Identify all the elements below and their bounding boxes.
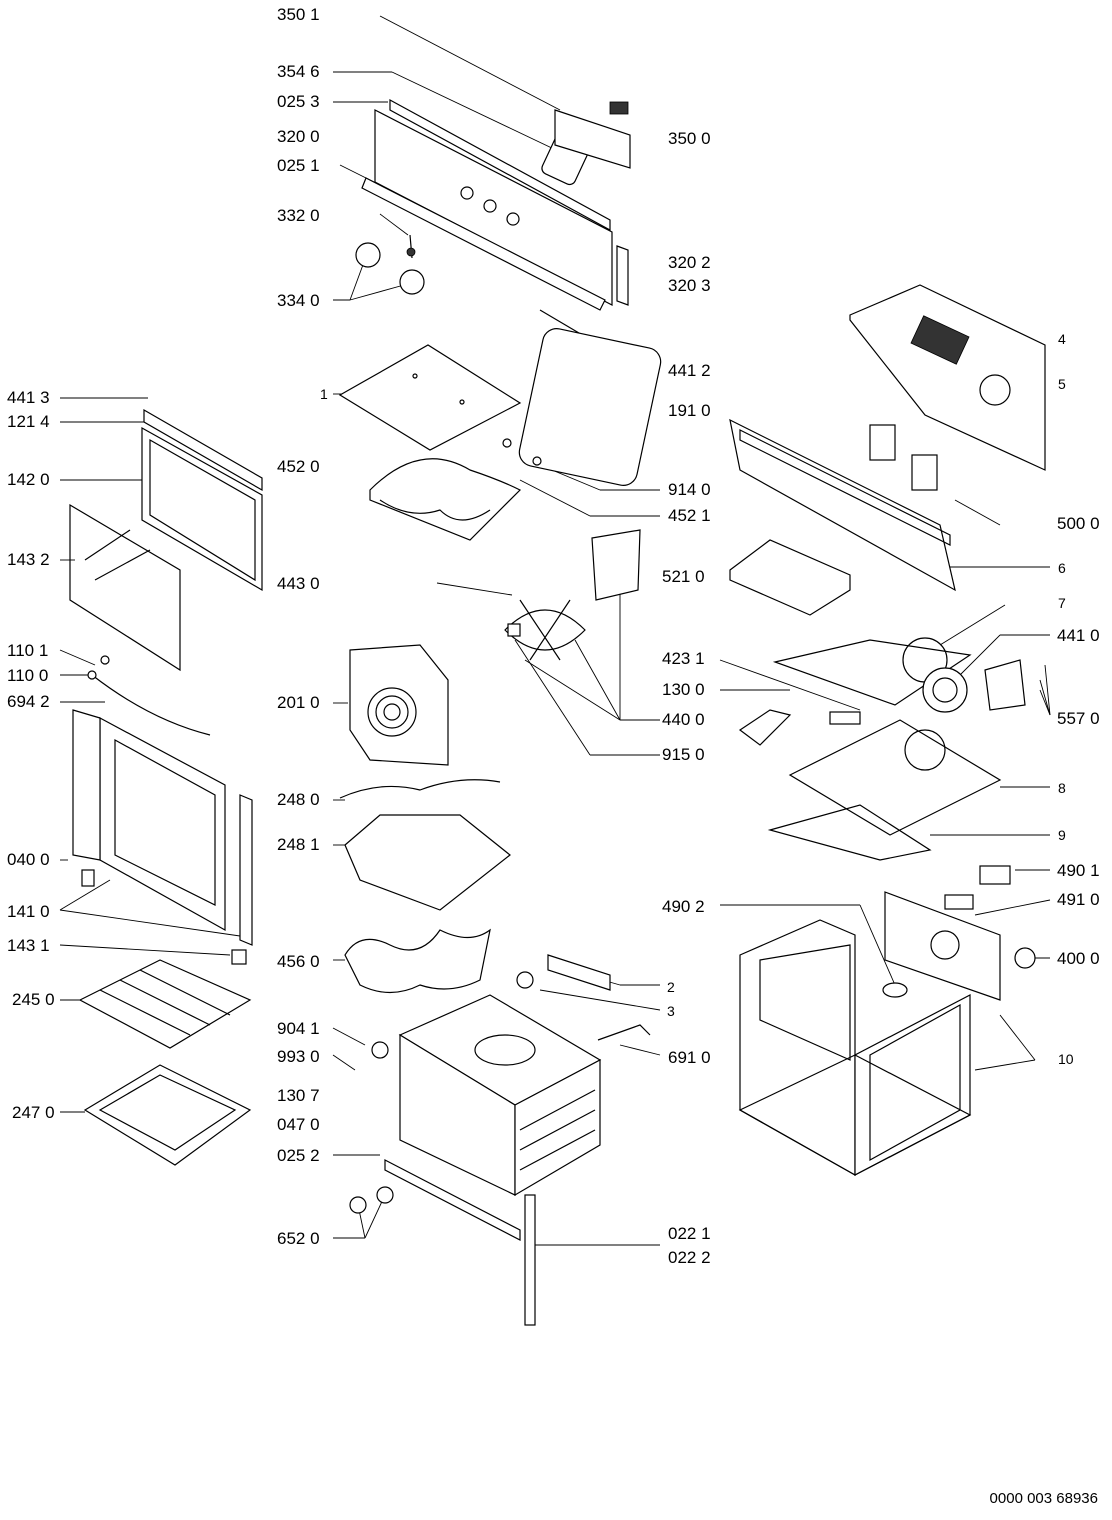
part-label-652-0: 652 0 [277,1229,320,1248]
oven-door-assembly [69,408,263,965]
part-label-443-0: 443 0 [277,574,320,593]
part-label-7: 7 [1058,595,1066,611]
part-label-6: 6 [1058,560,1066,576]
part-label-334-0: 334 0 [277,291,320,310]
part-label-9: 9 [1058,827,1066,843]
part-label-1: 1 [320,386,328,402]
part-label-10: 10 [1058,1051,1074,1067]
part-label-025-2: 025 2 [277,1146,320,1165]
part-label-320-2: 320 2 [668,253,711,272]
part-label-040-0: 040 0 [7,850,50,869]
part-label-248-0: 248 0 [277,790,320,809]
part-label-350-1: 350 1 [277,5,320,24]
part-label-452-0: 452 0 [277,457,320,476]
part-label-441-2: 441 2 [668,361,711,380]
oven-cavity [349,954,651,1326]
part-label-141-0: 141 0 [7,902,50,921]
part-label-423-1: 423 1 [662,649,705,668]
part-label-130-0: 130 0 [662,680,705,699]
outer-casing [738,865,1036,1177]
part-label-441-3: 441 3 [7,388,50,407]
part-label-400-0: 400 0 [1057,949,1100,968]
part-label-440-0: 440 0 [662,710,705,729]
leader-lines [59,15,1051,1246]
part-label-143-2: 143 2 [7,550,50,569]
document-reference-number: 0000 003 68936 [989,1490,1098,1507]
part-label-354-6: 354 6 [277,62,320,81]
part-label-025-1: 025 1 [277,156,320,175]
part-label-191-0: 191 0 [668,401,711,420]
part-label-441-0: 441 0 [1057,626,1100,645]
part-label-142-0: 142 0 [7,470,50,489]
right-side-assemblies [729,284,1046,861]
control-panel-assembly [355,98,651,376]
part-label-130-7: 130 7 [277,1086,320,1105]
part-label-022-2: 022 2 [668,1248,711,1267]
part-label-500-0: 500 0 [1057,514,1100,533]
part-label-4: 4 [1058,331,1066,347]
part-label-248-1: 248 1 [277,835,320,854]
part-label-5: 5 [1058,376,1066,392]
heating-elements [339,779,511,994]
part-label-691-0: 691 0 [668,1048,711,1067]
part-label-022-1: 022 1 [668,1224,711,1243]
part-label-201-0: 201 0 [277,693,320,712]
part-label-247-0: 247 0 [12,1103,55,1122]
part-label-3: 3 [667,1003,675,1019]
part-label-350-0: 350 0 [668,129,711,148]
part-label-121-4: 121 4 [7,412,50,431]
part-label-143-1: 143 1 [7,936,50,955]
part-label-490-2: 490 2 [662,897,705,916]
part-label-110-0: 110 0 [7,666,49,685]
part-label-245-0: 245 0 [12,990,55,1009]
part-label-904-1: 904 1 [277,1019,320,1038]
part-label-914-0: 914 0 [668,480,711,499]
part-label-557-0: 557 0 [1057,709,1100,728]
part-label-2: 2 [667,979,675,995]
part-label-993-0: 993 0 [277,1047,320,1066]
rear-wall-and-fan [349,529,641,766]
part-label-320-0: 320 0 [277,127,320,146]
rack-and-tray [78,959,252,1166]
top-panel-and-grill [338,328,662,541]
part-label-320-3: 320 3 [668,276,711,295]
part-label-915-0: 915 0 [662,745,705,764]
part-label-694-2: 694 2 [7,692,50,711]
part-label-490-1: 490 1 [1057,861,1100,880]
part-label-456-0: 456 0 [277,952,320,971]
part-label-332-0: 332 0 [277,206,320,225]
part-label-047-0: 047 0 [277,1115,320,1134]
part-label-110-1: 110 1 [7,641,49,660]
part-label-452-1: 452 1 [668,506,711,525]
part-label-8: 8 [1058,780,1066,796]
part-label-521-0: 521 0 [662,567,705,586]
part-label-025-3: 025 3 [277,92,320,111]
part-label-491-0: 491 0 [1057,890,1100,909]
